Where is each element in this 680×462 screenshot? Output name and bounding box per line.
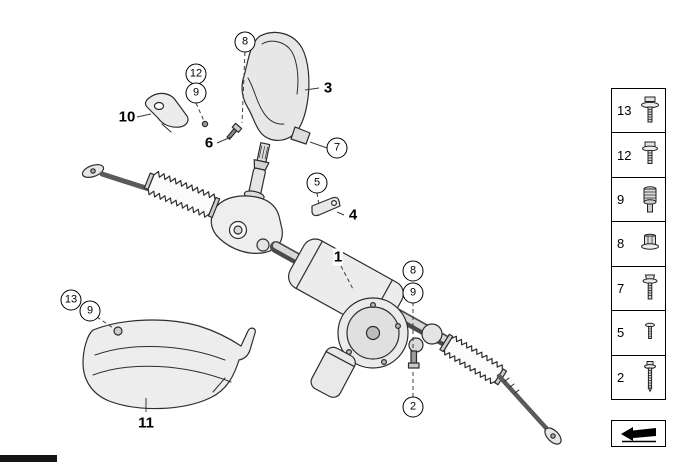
left-boot xyxy=(143,170,221,219)
callout-11[interactable]: 11 xyxy=(137,414,155,432)
legend-item-9[interactable]: 9 xyxy=(612,178,665,223)
legend-part-number: 12 xyxy=(617,147,632,163)
callout-1[interactable]: 1 xyxy=(332,248,344,266)
legend-item-13[interactable]: 13 xyxy=(612,89,665,134)
callout-12[interactable]: 12 xyxy=(185,63,207,85)
callout-9-top[interactable]: 9 xyxy=(185,82,207,104)
callout-6[interactable]: 6 xyxy=(203,134,215,152)
callout-7[interactable]: 7 xyxy=(326,137,348,159)
legend-item-5[interactable]: 5 xyxy=(612,311,665,356)
callout-2[interactable]: 2 xyxy=(402,396,424,418)
callout-4[interactable]: 4 xyxy=(347,206,359,224)
callout-5[interactable]: 5 xyxy=(306,172,328,194)
mount-stud xyxy=(407,337,424,369)
leader-lines xyxy=(96,51,414,412)
flange-nut-icon xyxy=(641,233,659,250)
legend-part-number: 7 xyxy=(617,280,625,296)
legend-part-number: 13 xyxy=(617,103,632,119)
mounting-bracket xyxy=(144,92,189,133)
watermark-strip xyxy=(0,455,57,462)
callout-10[interactable]: 10 xyxy=(117,108,137,126)
motor-housing xyxy=(287,238,409,398)
collar-sleeve-screw-icon xyxy=(643,185,657,213)
right-boot xyxy=(439,333,508,386)
callout-8-top[interactable]: 8 xyxy=(234,31,256,53)
travel-direction-arrow-icon xyxy=(620,427,656,443)
heat-shield-bottom xyxy=(82,319,256,410)
clamp-bracket xyxy=(311,196,341,217)
small-screw-icon xyxy=(645,322,655,339)
legend-part-number: 2 xyxy=(617,369,625,385)
legend-item-7[interactable]: 7 xyxy=(612,267,665,312)
legend-item-12[interactable]: 12 xyxy=(612,133,665,178)
input-shaft xyxy=(243,142,271,201)
gear-housing xyxy=(210,195,283,254)
bracket-bolt xyxy=(201,120,209,128)
callout-9-left[interactable]: 9 xyxy=(79,300,101,322)
callout-9-right[interactable]: 9 xyxy=(402,282,424,304)
legend-item-8[interactable]: 8 xyxy=(612,222,665,267)
legend-part-number: 5 xyxy=(617,325,625,341)
callout-8-right[interactable]: 8 xyxy=(402,260,424,282)
fastener-legend: 13 12 xyxy=(611,88,666,400)
callout-13[interactable]: 13 xyxy=(60,289,82,311)
long-hex-bolt-icon xyxy=(644,361,656,393)
rack-flange xyxy=(421,323,443,345)
callout-3[interactable]: 3 xyxy=(322,79,334,97)
left-tie-rod xyxy=(81,164,155,193)
hex-bolt-with-washer-icon xyxy=(641,96,659,123)
hex-bolt-with-washer-icon xyxy=(642,141,658,165)
legend-part-number: 8 xyxy=(617,236,625,252)
direction-arrow-box xyxy=(611,420,666,447)
legend-item-2[interactable]: 2 xyxy=(612,356,665,399)
hex-flange-bolt-icon xyxy=(642,274,658,300)
heat-shield-top xyxy=(241,31,311,145)
legend-part-number: 9 xyxy=(617,192,625,208)
right-tie-rod xyxy=(496,373,562,445)
